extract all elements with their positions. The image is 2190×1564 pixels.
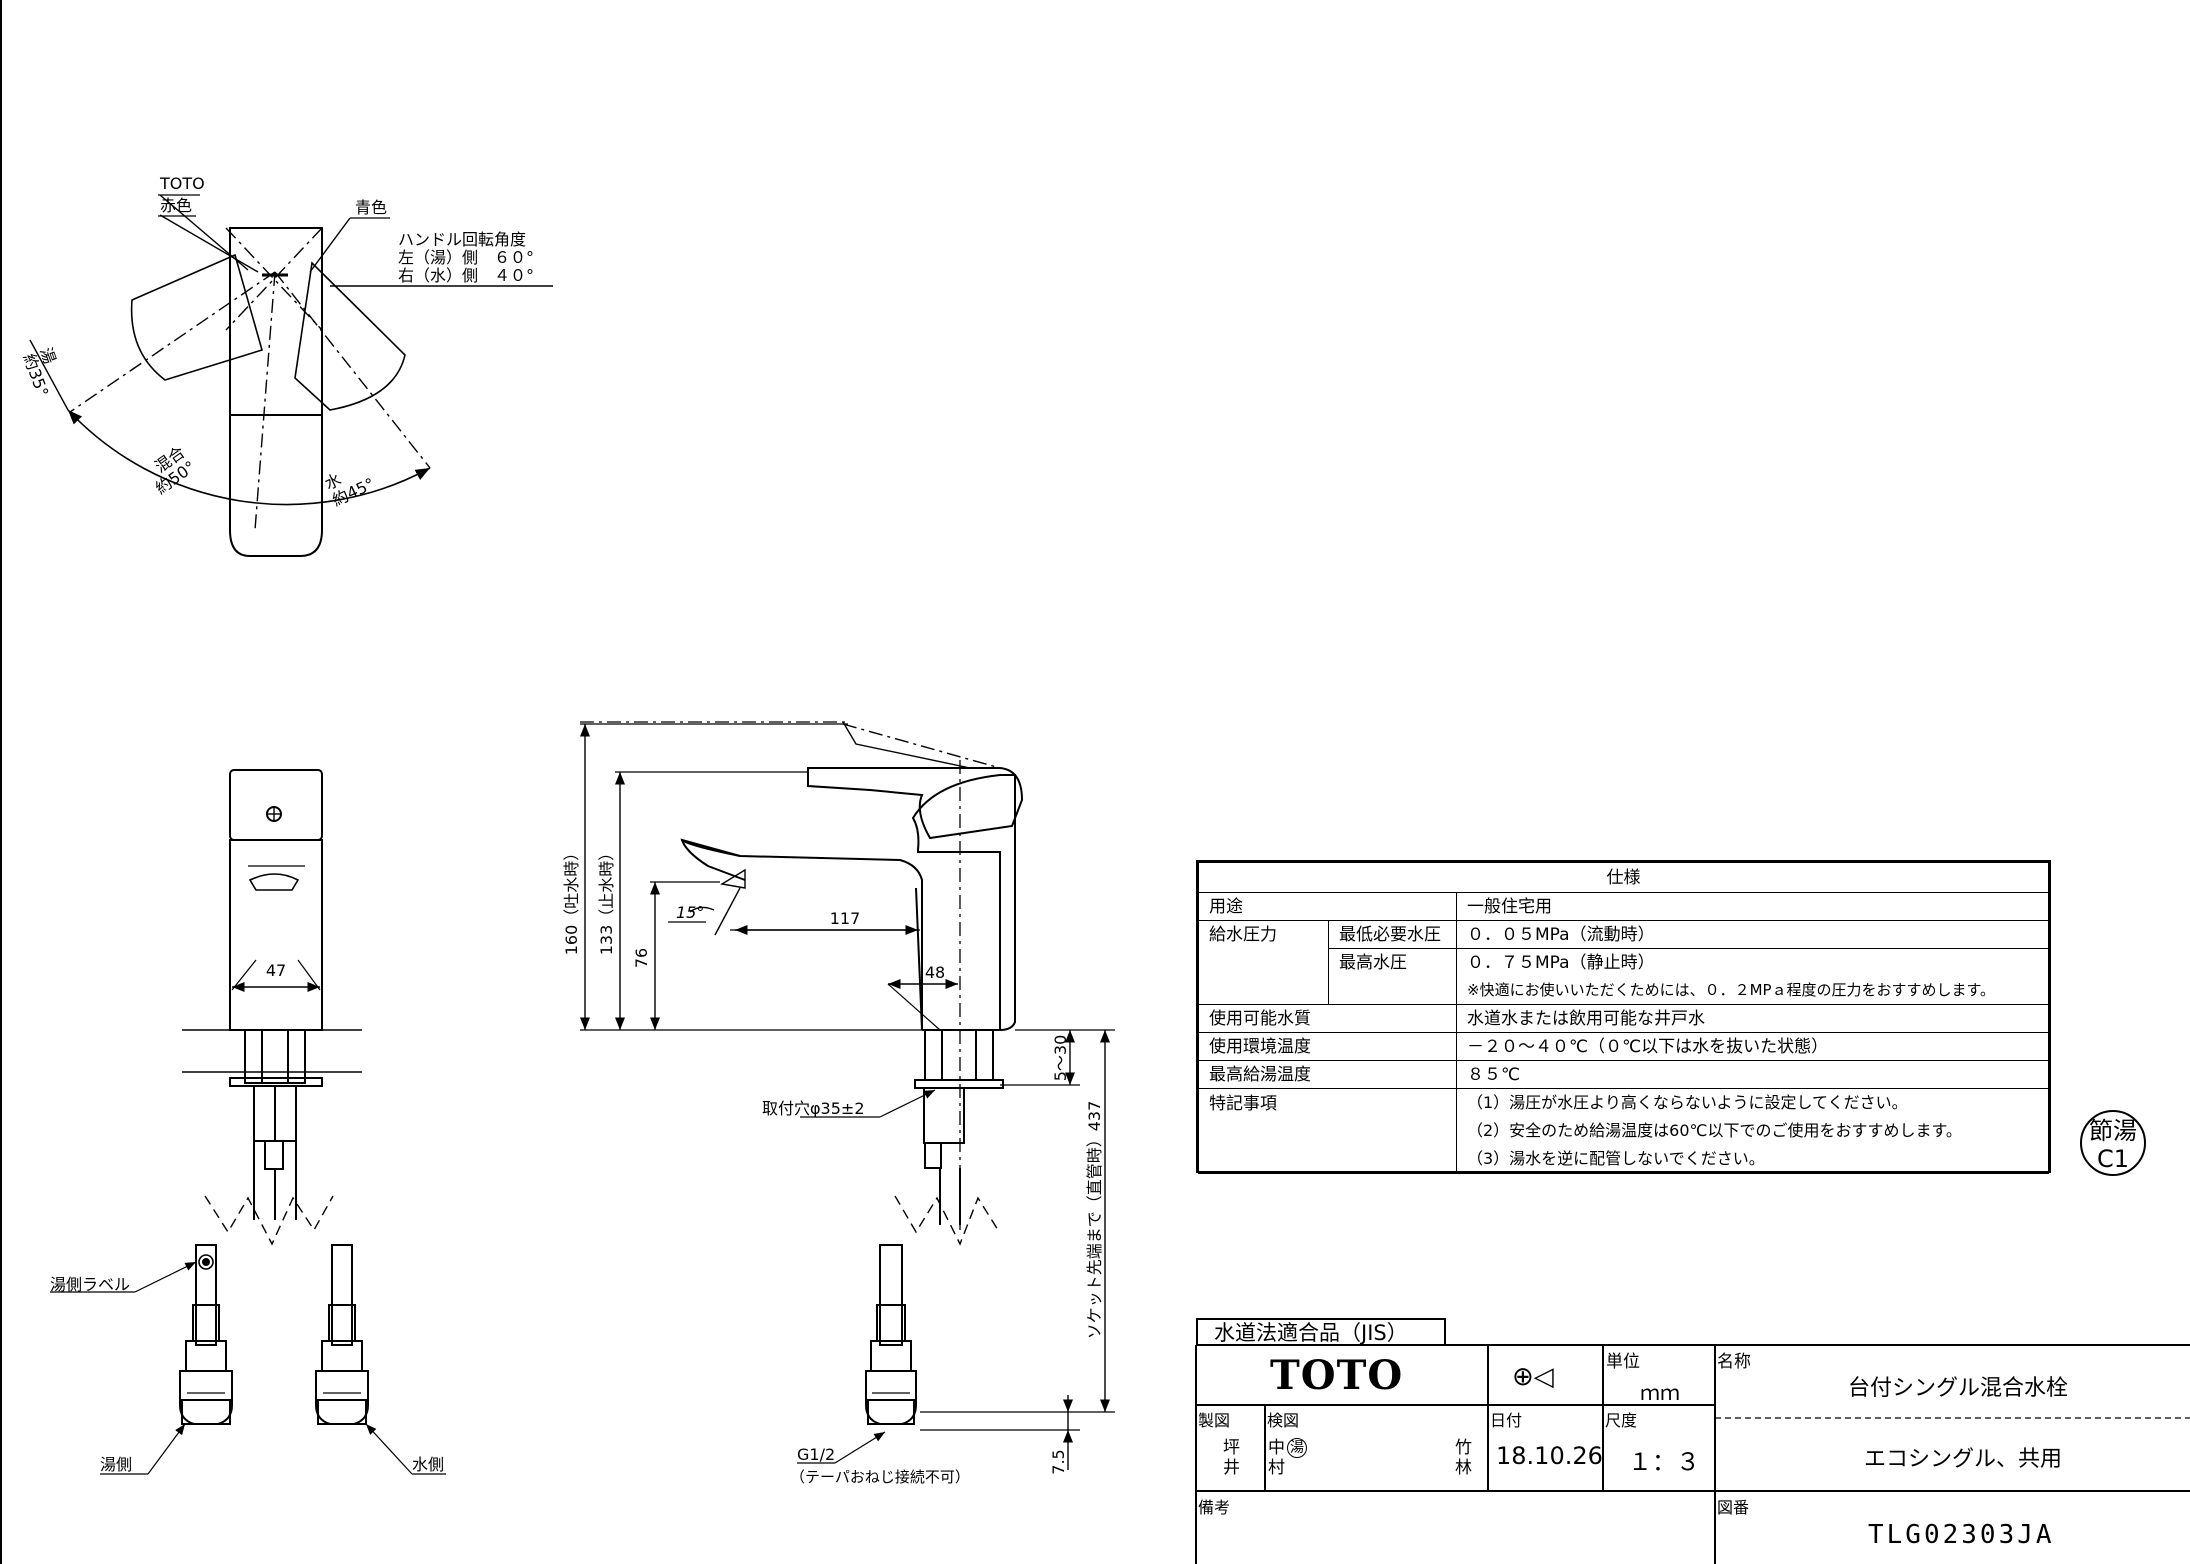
checked-value-2a: 竹 — [1455, 1438, 1472, 1458]
spec-note-1: （1）湯圧が水圧より高くならないように設定してください。 — [1467, 1093, 1908, 1112]
top-view — [29, 194, 553, 557]
front-lever — [229, 769, 323, 841]
dim-117: 117 — [830, 909, 861, 928]
label-hot-side: 湯側 — [100, 1455, 132, 1474]
checked-value-2b: 林 — [1455, 1458, 1472, 1478]
spec-hot-value: ８５℃ — [1456, 1060, 2049, 1089]
lever-cold — [294, 261, 406, 411]
label-taper: （テーパおねじ接続不可） — [790, 1468, 970, 1486]
spec-notes-label: 特記事項 — [1198, 1088, 1457, 1174]
spec-use-value: 一般住宅用 — [1456, 892, 2049, 921]
spec-water-label: 使用可能水質 — [1198, 1004, 1457, 1033]
label-cold-side: 水側 — [412, 1455, 444, 1474]
dim-133: 133（止水時） — [597, 845, 616, 956]
name-label: 名称 — [1717, 1352, 1751, 1372]
toto-logo: TOTO — [1270, 1352, 1404, 1399]
spec-notes: （1）湯圧が水圧より高くならないように設定してください。 （2）安全のため給湯温… — [1456, 1088, 2049, 1174]
top-view-body — [229, 227, 323, 557]
spec-recommend: ※快適にお使いいただくためには、０．２MPａ程度の圧力をおすすめします。 — [1456, 976, 2049, 1005]
spec-note-3: （3）湯水を逆に配管しないでください。 — [1467, 1149, 1765, 1168]
cold-hose — [331, 1244, 353, 1346]
water-saving-badge: 節湯 C1 — [2080, 1110, 2146, 1176]
drawing-no-value: TLG02303JA — [1868, 1520, 2055, 1550]
badge-line2: C1 — [2096, 1145, 2130, 1173]
handle-angle-title: ハンドル回転角度 — [398, 230, 526, 249]
spec-max-label: 最高水圧 — [1328, 948, 1457, 1005]
handle-angle-right: 右（水）側 ４０° — [398, 266, 534, 285]
spec-hot-label: 最高給湯温度 — [1198, 1060, 1457, 1089]
drawing-no-label: 図番 — [1717, 1498, 1750, 1517]
hot-hose — [195, 1244, 217, 1346]
label-blue: 青色 — [355, 198, 387, 217]
spec-pressure-label: 給水圧力 — [1198, 920, 1329, 1005]
spec-min-label: 最低必要水圧 — [1328, 920, 1457, 949]
spec-table: 仕様 用途 一般住宅用 給水圧力 最低必要水圧 ０．０５MPa（流動時） 最高水… — [1196, 860, 2051, 1174]
unit-value: ｍｍ — [1640, 1381, 1680, 1405]
dim-160: 160（吐水時） — [562, 845, 581, 956]
label-toto: TOTO — [159, 174, 205, 193]
side-view — [579, 721, 1115, 1470]
top-view-labels: TOTO 赤色 青色 ハンドル回転角度 左（湯）側 ６０° 右（水）側 ４０° … — [19, 174, 534, 510]
date-value: 18.10.26 — [1496, 1442, 1603, 1470]
front-body — [229, 839, 323, 1031]
label-red: 赤色 — [160, 196, 192, 215]
spec-title: 仕様 — [1198, 862, 2049, 893]
title-block-frame — [1195, 1344, 2190, 1564]
dim-7-5: 7.5 — [1049, 1449, 1068, 1474]
drawn-value-2: 井 — [1223, 1458, 1240, 1478]
label-mount-hole: 取付穴φ35±2 — [762, 1099, 865, 1118]
unit-label: 単位 — [1606, 1352, 1640, 1372]
spec-note-2: （2）安全のため給湯温度は60℃以下でのご使用をおすすめします。 — [1467, 1121, 1962, 1140]
jis-label: 水道法適合品（JIS） — [1196, 1318, 1446, 1346]
lever-hot — [130, 253, 263, 381]
subtitle: エコシングル、共用 — [1864, 1447, 2063, 1472]
spec-water-value: 水道水または飲用可能な井戸水 — [1456, 1004, 2049, 1033]
drawn-value-1: 坪 — [1223, 1438, 1240, 1458]
side-body — [911, 774, 1016, 1031]
arc-cold-word: 水 — [322, 470, 345, 494]
label-hot-label: 湯側ラベル — [50, 1275, 130, 1294]
dim-437: ソケット先端まで（直管時）437 — [1085, 1101, 1104, 1340]
rotation-arc — [67, 409, 431, 506]
drawn-label: 製図 — [1198, 1411, 1231, 1430]
name-value: 台付シングル混合水栓 — [1848, 1376, 2069, 1401]
spec-env-value: －２０〜４０℃（０℃以下は水を抜いた状態） — [1456, 1032, 2049, 1061]
front-view — [50, 769, 446, 1475]
projection-symbol: ⊕◁ — [1512, 1362, 1554, 1392]
dim-76: 76 — [632, 948, 651, 968]
side-lever — [807, 767, 1024, 840]
side-lever-raised — [842, 723, 1001, 769]
side-view-labels: 160（吐水時） 133（止水時） 76 15° 117 48 5〜30 ソケッ… — [562, 845, 1104, 1486]
spec-max-value: ０．７５MPa（静止時） — [1456, 948, 2049, 977]
dim-5-30: 5〜30 — [1051, 1035, 1070, 1082]
dim-15deg: 15° — [676, 903, 704, 922]
dim-48: 48 — [925, 963, 945, 982]
label-g12: G1/2 — [797, 1445, 835, 1464]
handle-angle-left: 左（湯）側 ６０° — [398, 248, 534, 267]
checked-stamp: 湯 — [1287, 1438, 1307, 1458]
checked-label: 検図 — [1267, 1411, 1300, 1430]
scale-label: 尺度 — [1605, 1411, 1638, 1430]
front-view-labels: 47 湯側ラベル 湯側 水側 — [50, 961, 444, 1474]
scale-value: １：３ — [1628, 1448, 1700, 1476]
checked-value-1a: 中 — [1268, 1438, 1285, 1458]
spec-min-value: ０．０５MPa（流動時） — [1456, 920, 2049, 949]
spec-env-label: 使用環境温度 — [1198, 1032, 1457, 1061]
checked-value-1b: 村 — [1268, 1458, 1285, 1478]
remarks-label: 備考 — [1198, 1498, 1231, 1517]
arc-hot-word: 湯 — [36, 345, 59, 367]
badge-line1: 節湯 — [2089, 1117, 2137, 1145]
spec-use-label: 用途 — [1198, 892, 1457, 921]
dim-47: 47 — [266, 961, 286, 980]
date-label: 日付 — [1490, 1411, 1523, 1430]
